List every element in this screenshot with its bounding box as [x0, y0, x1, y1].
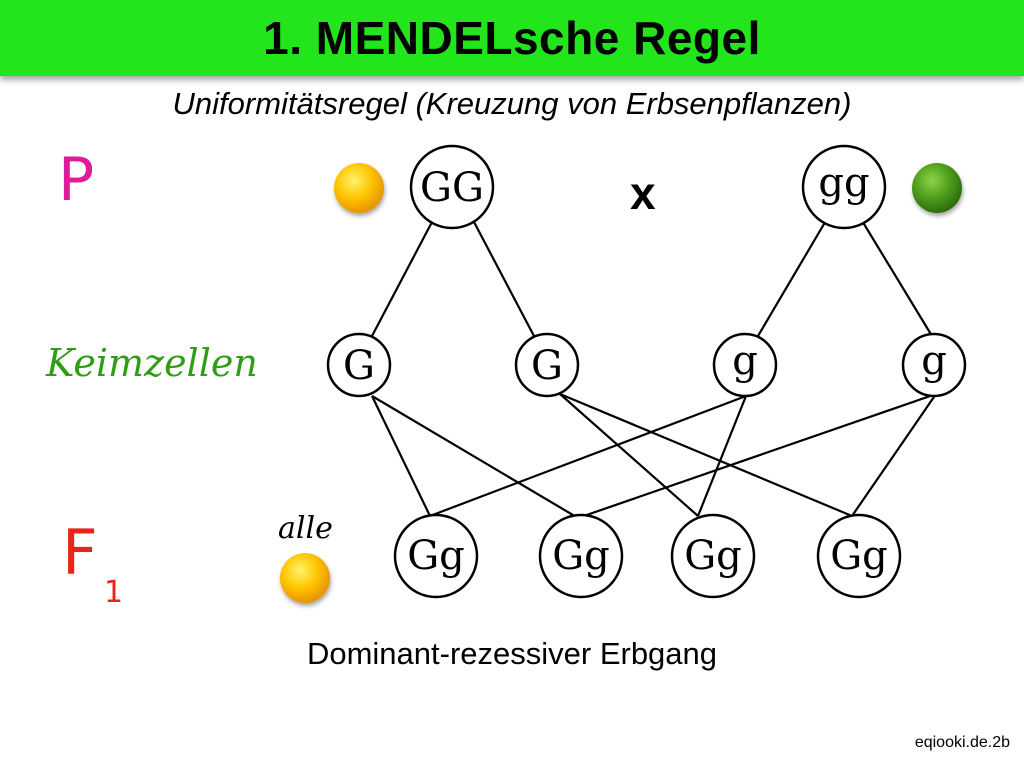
gamete-node-4: g	[901, 332, 967, 398]
f1-generation-label: F	[62, 516, 98, 589]
line-G1-Gg1	[371, 395, 431, 517]
line-GG-G2	[473, 221, 535, 337]
parent-node-GG: GG	[409, 144, 495, 230]
title-bar: 1. MENDELsche Regel	[0, 0, 1024, 76]
parent-node-gg: gg	[801, 144, 887, 230]
yellow-pea-icon	[280, 553, 330, 603]
f1-note: alle	[278, 511, 333, 546]
gamete-node-label: G	[531, 343, 563, 389]
line-G2-Gg4	[559, 392, 853, 518]
offspring-node-label: Gg	[552, 533, 610, 579]
f1-subscript: 1	[104, 575, 124, 610]
offspring-node-4: Gg	[816, 513, 902, 599]
offspring-node-3: Gg	[670, 513, 756, 599]
parent-node-label: gg	[818, 160, 869, 206]
offspring-node-label: Gg	[407, 533, 465, 579]
parent-node-label: GG	[420, 165, 484, 211]
line-G1-Gg2	[371, 395, 579, 519]
gamete-node-1: G	[326, 332, 392, 398]
gamete-node-label: g	[921, 338, 947, 384]
p-generation-label: P	[58, 145, 95, 215]
gamete-node-3: g	[712, 332, 778, 398]
line-g1-Gg1	[429, 394, 747, 518]
offspring-node-label: Gg	[684, 533, 742, 579]
offspring-node-2: Gg	[538, 513, 624, 599]
gamete-offspring-lines	[371, 392, 937, 520]
line-g1-Gg3	[696, 395, 748, 517]
yellow-pea-icon	[334, 163, 384, 213]
line-G2-Gg3	[559, 393, 699, 517]
line-gg-g2	[863, 223, 933, 337]
green-pea-icon	[912, 163, 962, 213]
line-g2-Gg4	[851, 393, 937, 517]
line-g2-Gg2	[577, 392, 937, 520]
line-gg-g1	[757, 223, 825, 337]
gamete-node-label: g	[732, 338, 758, 384]
caption: Dominant-rezessiver Erbgang	[306, 636, 718, 671]
offspring-node-label: Gg	[830, 533, 888, 579]
gamete-node-label: G	[343, 343, 375, 389]
cross-symbol: x	[630, 167, 656, 219]
keimzellen-label: Keimzellen	[46, 341, 258, 385]
page-subtitle: Uniformitätsregel (Kreuzung von Erbsenpf…	[172, 86, 852, 121]
page-title: 1. MENDELsche Regel	[263, 12, 761, 64]
parent-gamete-lines	[371, 221, 933, 337]
line-GG-G1	[371, 221, 433, 337]
offspring-node-1: Gg	[393, 513, 479, 599]
credit: eqiooki.de.2b	[914, 734, 1010, 751]
gamete-node-2: G	[514, 332, 580, 398]
